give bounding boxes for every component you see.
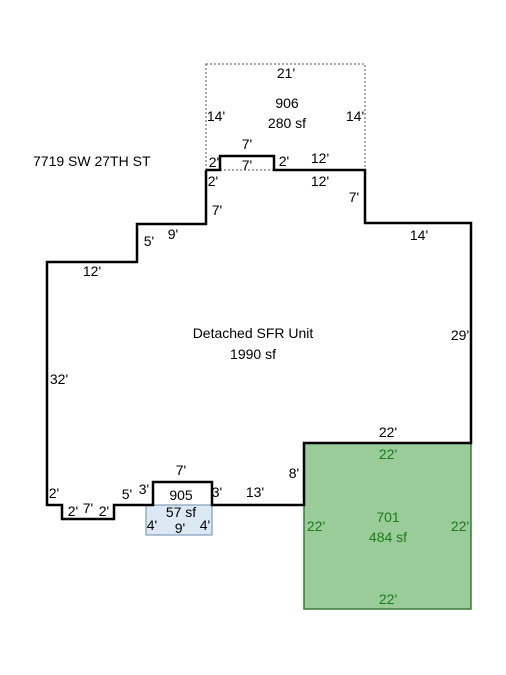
garage-size: 484 sf xyxy=(369,529,407,545)
dim-bottom-8: 8' xyxy=(289,465,299,481)
dim-bottom-2c: 2' xyxy=(99,503,109,519)
dim-small-bottom-9: 9' xyxy=(175,520,185,536)
garage-area xyxy=(303,442,472,610)
dim-upper-right: 14' xyxy=(346,108,364,124)
dim-top-7a: 7' xyxy=(242,136,252,152)
small-area-size: 57 sf xyxy=(166,504,196,520)
dim-garage-left: 22' xyxy=(307,518,325,534)
dim-bottom-5: 5' xyxy=(122,486,132,502)
dim-small-right-4: 4' xyxy=(200,517,210,533)
dim-garage-top-outer: 22' xyxy=(379,424,397,440)
dim-small-left-3: 3' xyxy=(139,481,149,497)
dim-top-12: 12' xyxy=(311,150,329,166)
dim-upper-top: 21' xyxy=(277,65,295,81)
main-outline xyxy=(45,154,473,521)
dim-step-9: 9' xyxy=(168,226,178,242)
dim-bottom-2a: 2' xyxy=(49,485,59,501)
dim-right-29: 29' xyxy=(451,327,469,343)
main-area-size: 1990 sf xyxy=(230,346,276,362)
small-area-code: 905 xyxy=(169,487,193,503)
dim-step-2c: 2' xyxy=(208,173,218,189)
dim-left-32: 32' xyxy=(50,371,68,387)
dim-garage-right: 22' xyxy=(451,518,469,534)
dim-left-12: 12' xyxy=(83,263,101,279)
dim-left-7: 7' xyxy=(212,202,222,218)
upper-area-code: 906 xyxy=(275,95,299,111)
dim-small-top-7: 7' xyxy=(176,462,186,478)
upper-area-size: 280 sf xyxy=(268,115,306,131)
dim-small-left-4: 4' xyxy=(147,517,157,533)
dim-small-right-3: 3' xyxy=(212,484,222,500)
dim-inner-7a: 7' xyxy=(242,157,252,173)
dim-right-7: 7' xyxy=(349,189,359,205)
garage-code: 701 xyxy=(376,509,400,525)
dim-step-2a: 2' xyxy=(209,154,219,170)
dim-step-2b: 2' xyxy=(279,153,289,169)
dim-bottom-13: 13' xyxy=(246,484,264,500)
dim-garage-top-inner: 22' xyxy=(379,446,397,462)
dim-upper-left: 14' xyxy=(207,108,225,124)
dim-inner-12: 12' xyxy=(311,173,329,189)
dim-right-14: 14' xyxy=(410,227,428,243)
small-area-fill xyxy=(145,504,213,536)
dim-bottom-7: 7' xyxy=(83,500,93,516)
main-area-name: Detached SFR Unit xyxy=(193,325,314,341)
address-label: 7719 SW 27TH ST xyxy=(33,153,151,169)
dim-step-5: 5' xyxy=(144,233,154,249)
dim-bottom-2b: 2' xyxy=(68,503,78,519)
dim-garage-bottom: 22' xyxy=(379,591,397,607)
